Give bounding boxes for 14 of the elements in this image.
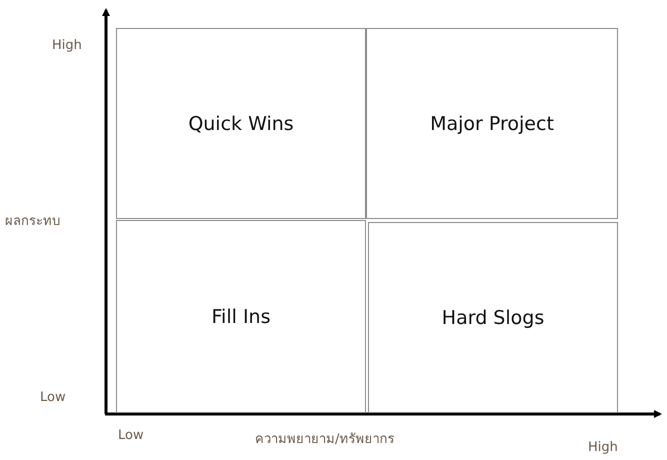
axis-title: ผลกระทบ	[5, 213, 60, 231]
quadrant-box	[116, 220, 366, 413]
quadrant-box	[116, 28, 366, 219]
axis-tick-label: High	[588, 440, 618, 455]
quadrant-title: Fill Ins	[212, 306, 270, 328]
axis-tick-label: Low	[118, 428, 144, 443]
axis-title: ความพยายาม/ทรัพยากร	[255, 431, 394, 449]
quadrant-box	[368, 222, 618, 413]
axis-tick-label: Low	[40, 390, 66, 405]
quadrant-box	[366, 28, 618, 219]
quadrant-title: Major Project	[430, 112, 554, 134]
axis-tick-label: High	[52, 38, 82, 53]
quadrant-title: Quick Wins	[188, 112, 294, 134]
quadrant-title: Hard Slogs	[442, 306, 544, 328]
